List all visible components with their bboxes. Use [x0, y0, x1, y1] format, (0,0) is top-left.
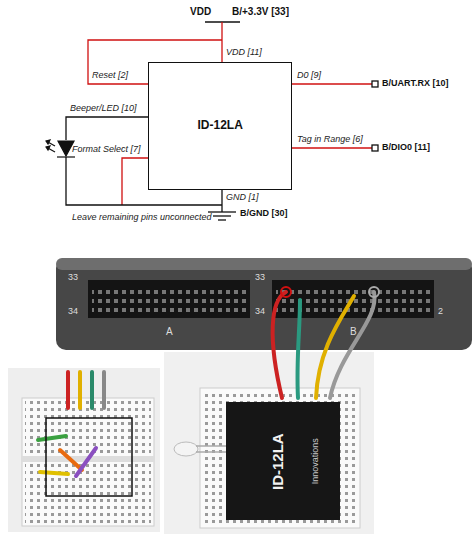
- drawing-part: [46, 418, 132, 496]
- drawing-part: [46, 146, 50, 150]
- drawing-part: [88, 280, 250, 318]
- pin-label: VDD: [190, 6, 211, 18]
- node-text: ID-12LA: [198, 119, 243, 133]
- node-text: Innovations: [310, 438, 320, 484]
- drawing-part: [273, 292, 286, 398]
- drawing-part: [76, 448, 96, 476]
- led-symbol: [46, 140, 75, 157]
- drawing-part: [102, 372, 106, 408]
- connector-label: B: [350, 326, 357, 338]
- drawing-part: [292, 147, 372, 148]
- rfid-module: ID-12LA Innovations: [226, 402, 340, 520]
- pin-label: D0 [9]: [297, 70, 321, 80]
- drawing-part: [58, 141, 74, 156]
- breadboard-photo-large: [164, 287, 379, 534]
- drawing-part: [369, 287, 379, 297]
- drawing-part: [46, 141, 55, 146]
- drawing-part: [200, 388, 360, 528]
- drawing-part: [46, 140, 50, 144]
- drawing-part: [38, 372, 104, 476]
- drawing-part: [372, 81, 378, 87]
- drawing-part: [46, 147, 55, 152]
- daq-device: [56, 258, 472, 350]
- chip-box: ID-12LA: [148, 62, 292, 190]
- connector-label: 33: [255, 272, 265, 282]
- drawing-part: [90, 372, 94, 408]
- connector-label: 2: [438, 306, 443, 316]
- pin-label: VDD [11]: [226, 47, 262, 57]
- pin-label: B/GND [30]: [240, 208, 288, 218]
- drawing-part: [56, 258, 472, 270]
- schematic-wires: [66, 22, 378, 220]
- pin-label: B/+3.3V [33]: [232, 6, 289, 18]
- drawing-part: [281, 287, 291, 297]
- connector-label: 33: [68, 272, 78, 282]
- drawing-part: [196, 445, 226, 447]
- drawing-part: [174, 442, 198, 456]
- drawing-part: [56, 258, 472, 350]
- drawing-part: [57, 156, 75, 157]
- node-text: ID-12LA: [269, 433, 286, 490]
- drawing-part: [218, 219, 226, 220]
- pin-label: B/UART.RX [10]: [382, 78, 449, 88]
- drawing-part: [372, 145, 378, 151]
- drawing-part: [273, 292, 375, 398]
- pin-label: Beeper/LED [10]: [70, 103, 137, 113]
- drawing-part: [66, 117, 148, 140]
- pin-label: Format Select [7]: [72, 144, 141, 154]
- drawing-part: [208, 211, 236, 212]
- drawing-part: [78, 372, 82, 408]
- drawing-part: [60, 450, 82, 470]
- connector-label: A: [166, 326, 173, 338]
- drawing-part: [92, 286, 246, 312]
- drawing-part: [213, 215, 231, 216]
- drawing-part: [22, 398, 154, 526]
- breadboard-photo-small: [8, 368, 160, 532]
- pin-label: B/DIO0 [11]: [382, 142, 430, 152]
- drawing-part: [164, 352, 374, 534]
- pin-label: Tag in Range [6]: [297, 134, 363, 144]
- drawing-part: [330, 292, 375, 398]
- drawing-part: [66, 372, 70, 408]
- drawing-part: [122, 158, 148, 205]
- connector-label: 34: [255, 306, 265, 316]
- connector-label: 34: [68, 306, 78, 316]
- pin-label: Leave remaining pins unconnected: [72, 212, 212, 222]
- drawing-part: [221, 22, 222, 62]
- drawing-part: [297, 300, 300, 398]
- drawing-part: [40, 472, 68, 474]
- drawing-part: [292, 83, 372, 84]
- drawing-part: [38, 436, 66, 440]
- drawing-part: [8, 368, 160, 532]
- drawing-part: [196, 451, 226, 453]
- pin-label: Reset [2]: [92, 70, 128, 80]
- pin-label: GND [1]: [226, 192, 259, 202]
- drawing-part: [221, 190, 222, 212]
- drawing-part: [203, 391, 357, 525]
